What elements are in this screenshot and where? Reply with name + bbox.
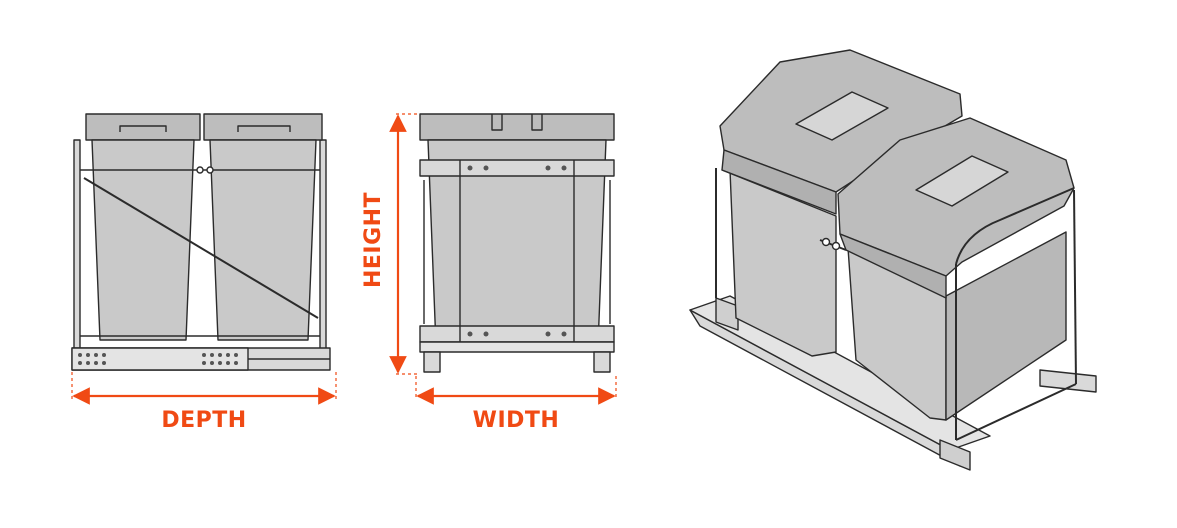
iso-slide-bracket xyxy=(939,439,971,471)
side-diagonal-brace xyxy=(83,177,319,319)
iso-slide-rail-right xyxy=(1039,369,1097,393)
iso-frame-joint xyxy=(821,237,831,247)
depth-dimension: DEPTH xyxy=(71,372,337,433)
front-lid xyxy=(419,113,615,141)
side-rail-joint xyxy=(196,166,204,174)
iso-back-bin-lid-opening xyxy=(795,91,889,141)
iso-front-bin-lid-opening xyxy=(915,155,1009,207)
side-slide-holes xyxy=(78,353,238,365)
iso-frame-bottom-rail xyxy=(955,383,1077,441)
isometric-view xyxy=(689,49,1097,471)
front-base xyxy=(419,341,615,353)
side-lid-right xyxy=(203,113,323,141)
front-lid-notch-right xyxy=(531,114,543,131)
side-handle-right xyxy=(237,125,291,132)
iso-back-bin-lid-rim xyxy=(721,149,837,215)
side-bin-right xyxy=(209,139,317,341)
side-rear-post xyxy=(73,139,81,351)
front-slide-right xyxy=(593,351,611,373)
height-dimension: HEIGHT xyxy=(361,113,420,375)
width-dimension: WIDTH xyxy=(415,376,617,433)
front-view xyxy=(419,113,615,373)
side-slide-inner xyxy=(71,347,249,371)
depth-label: DEPTH xyxy=(161,408,246,433)
iso-front-bin-side xyxy=(945,231,1067,421)
front-bolts xyxy=(467,165,567,337)
front-bottom-crossbar xyxy=(419,325,615,343)
side-lid-left xyxy=(85,113,201,141)
iso-frame-joint xyxy=(831,241,841,251)
height-label: HEIGHT xyxy=(361,192,386,288)
side-view xyxy=(71,113,331,371)
iso-front-bin-lid-rim xyxy=(839,233,947,299)
side-bin-left xyxy=(91,139,195,341)
front-top-crossbar xyxy=(419,159,615,177)
iso-frame-hoop xyxy=(955,187,1075,265)
iso-frame-post xyxy=(1073,189,1077,385)
iso-slide-bracket xyxy=(715,297,739,331)
front-lid-notch-left xyxy=(491,114,503,131)
side-front-post xyxy=(319,139,327,351)
width-label: WIDTH xyxy=(473,408,560,433)
front-slide-left xyxy=(423,351,441,373)
side-handle-left xyxy=(119,125,167,132)
side-rail-joint xyxy=(206,166,214,174)
